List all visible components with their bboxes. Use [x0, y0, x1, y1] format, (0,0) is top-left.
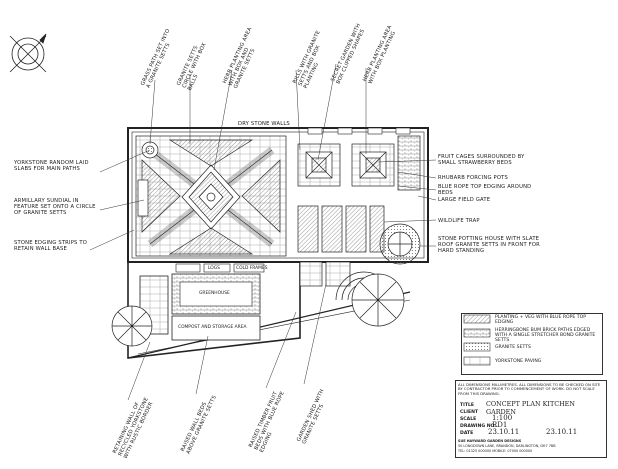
label-storage: Compost and storage area: [178, 325, 247, 330]
label-stone-edging: Stone edging strips to retain wall base: [14, 240, 88, 252]
raised-fruit-beds: [297, 205, 385, 287]
client-key: Client: [460, 410, 479, 415]
legend-text: Granite setts: [495, 345, 531, 350]
legend-row-granite-setts: Granite setts: [465, 345, 599, 356]
firm-name: Sue Hayward Garden Designs: [458, 439, 522, 443]
label-logs: Logs: [208, 266, 220, 271]
drawing-value: RD1: [492, 421, 508, 429]
label-wildlife-trap: Wildlife trap: [438, 218, 480, 224]
parterre: [135, 135, 287, 257]
north-point-icon: [9, 33, 47, 73]
label-fruit-cages: Fruit cages surrounded by small strawber…: [438, 154, 525, 166]
drawing-key: Drawing No.: [460, 424, 497, 429]
legend-row-planting: Planting + veg with blue rope top edging: [465, 315, 599, 326]
date-value: 23.10.11: [488, 428, 520, 436]
date-value-revision: 23.10.11: [546, 428, 578, 436]
label-greenhouse: Greenhouse: [199, 291, 230, 296]
fruit-cages: [297, 135, 421, 191]
legend-row-yorkstone: Yorkstone paving: [465, 359, 599, 370]
potting-house: [379, 223, 421, 265]
scale-value: 1:100: [492, 414, 513, 422]
legend-text: Herringbone bum brick paths edged with a…: [495, 328, 596, 343]
label-blue-rope-edging: Blue rope top edging around beds: [438, 184, 532, 196]
legend-text: Yorkstone paving: [495, 359, 542, 364]
label-armillary-sundial: Armillary sundial in feature set onto a …: [14, 198, 96, 216]
label-yorkstone-slabs: Yorkstone random laid slabs for main pat…: [14, 160, 89, 172]
scale-key: Scale: [460, 417, 477, 422]
tree-icon: [111, 305, 153, 347]
title-block: All dimensions millimetres. All dimensio…: [455, 380, 607, 458]
legend-text: Planting + veg with blue rope top edging: [495, 315, 586, 325]
title-block-note: All dimensions millimetres. All dimensio…: [458, 382, 601, 396]
label-field-gate: Large field gate: [438, 197, 491, 203]
top-wall-features: [307, 127, 411, 135]
leader-lines: [89, 63, 437, 401]
plot-boundary: [127, 127, 429, 263]
tree-icon: [351, 273, 405, 327]
cold-frames: [175, 263, 265, 273]
date-key: Date: [460, 431, 474, 436]
legend: Planting + veg with blue rope top edging…: [461, 313, 603, 375]
label-dry-stone-walls: Dry stone walls: [238, 121, 290, 127]
label-potting-house: Stone potting house with slate roof gran…: [438, 236, 540, 254]
firm-contact: Tel: 01325 000000 Mobile: 07000 000000: [458, 449, 533, 453]
greenhouse: [171, 273, 261, 315]
storage-area: [171, 315, 261, 341]
label-cold-frames: Cold frames: [236, 266, 268, 271]
firm-address: 50 Longdown Lane, Brandon, Darlington, D…: [458, 444, 556, 448]
legend-swatches: [463, 314, 491, 366]
title-value: Concept plan kitchen garden: [486, 400, 575, 416]
label-rhubarb-pots: Rhubarb forcing pots: [438, 175, 509, 181]
legend-row-brick-paths: Herringbone bum brick paths edged with a…: [465, 328, 599, 343]
title-key: Title: [460, 403, 475, 408]
